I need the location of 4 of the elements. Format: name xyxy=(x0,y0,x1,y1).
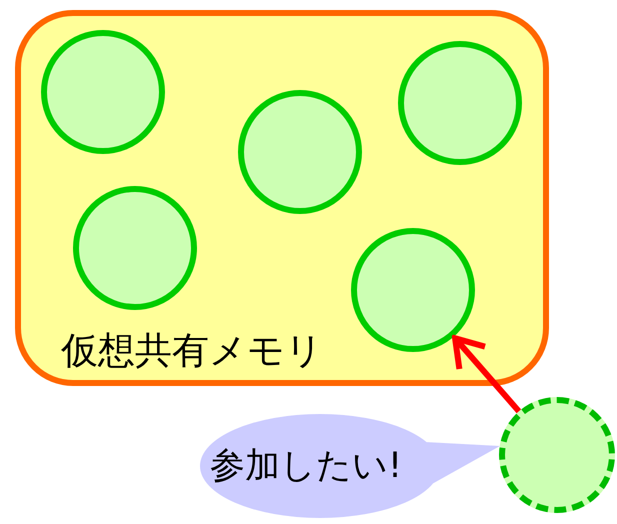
memory-region-box xyxy=(15,10,549,386)
bubble-text: 参加したい! xyxy=(210,445,402,488)
arrow xyxy=(452,335,522,414)
region-label: 仮想共有メモリ xyxy=(61,328,323,374)
